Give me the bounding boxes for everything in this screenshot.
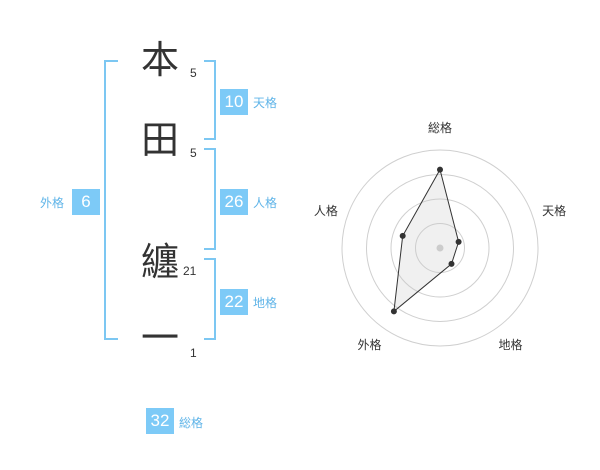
radar-grid-ring-4 xyxy=(341,149,539,347)
radar-series-polygon xyxy=(393,168,460,313)
radar-axis-label-1: 総格 xyxy=(428,120,452,135)
ten-kaku-value: 10 xyxy=(220,89,248,115)
outer-bracket-bottom xyxy=(104,338,118,340)
chi-bracket-line xyxy=(214,258,216,340)
gai-kaku-value: 6 xyxy=(72,189,100,215)
jin-bracket-top xyxy=(204,148,216,150)
name-char-4: 一 xyxy=(140,316,179,360)
jin-kaku-label: 人格 xyxy=(253,196,278,210)
so-kaku-label: 総格 xyxy=(179,416,204,430)
stroke-count-4: 1 xyxy=(190,346,197,360)
name-char-3: 纏 xyxy=(140,240,179,284)
radar-point-4 xyxy=(390,308,397,315)
ten-bracket-bottom xyxy=(204,138,216,140)
ten-bracket-top xyxy=(204,60,216,62)
chi-bracket-bottom xyxy=(204,338,216,340)
gai-kaku-label: 外格 xyxy=(40,196,65,210)
stroke-count-3: 21 xyxy=(183,264,197,278)
radar-grid-ring-2 xyxy=(390,198,490,298)
radar-point-3 xyxy=(448,260,455,267)
radar-point-1 xyxy=(437,166,443,173)
radar-axis-label-4: 外格 xyxy=(357,337,381,352)
radar-point-2 xyxy=(455,238,462,245)
outer-bracket-line xyxy=(104,60,106,340)
radar-point-5 xyxy=(399,232,406,239)
name-char-2: 田 xyxy=(140,118,179,162)
stroke-count-1: 5 xyxy=(190,66,197,80)
stroke-count-2: 5 xyxy=(190,146,197,160)
chi-kaku-label: 地格 xyxy=(253,296,278,310)
so-kaku-value: 32 xyxy=(146,408,174,434)
ten-kaku-label: 天格 xyxy=(253,96,278,110)
radar-axis-label-2: 天格 xyxy=(542,203,566,218)
radar-center-dot xyxy=(436,244,444,252)
jin-bracket-bottom xyxy=(204,248,216,250)
radar-grid-ring-3 xyxy=(366,174,514,322)
outer-bracket-top xyxy=(104,60,118,62)
name-char-1: 本 xyxy=(140,38,179,82)
ten-bracket-line xyxy=(214,60,216,140)
jin-kaku-value: 26 xyxy=(220,189,248,215)
radar-grid-ring-1 xyxy=(415,223,465,273)
jin-bracket-line xyxy=(214,148,216,250)
radar-axis-label-5: 人格 xyxy=(314,203,338,218)
chi-bracket-top xyxy=(204,258,216,260)
chi-kaku-value: 22 xyxy=(220,289,248,315)
radar-axis-label-3: 地格 xyxy=(498,337,522,352)
